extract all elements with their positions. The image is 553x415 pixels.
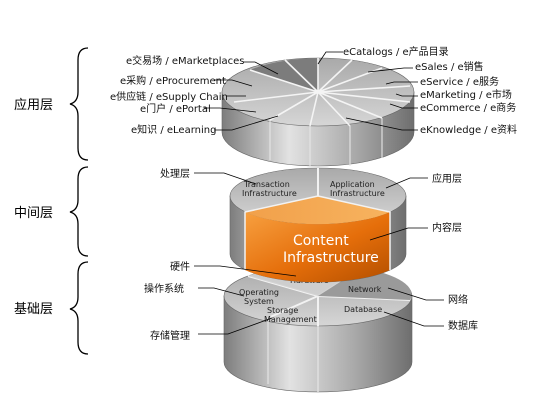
top-disk-dark-wedge [250,58,318,92]
bottom-slice-database: Database [344,305,382,314]
layer-braces [69,47,89,355]
content-wedge-top [245,196,390,225]
bottom-leader-lines [194,265,444,335]
middle-slice-transaction-line2: Infrastructure [242,189,297,198]
callout-content-layer: 内容层 [432,221,462,234]
callout-hardware: 硬件 [170,261,190,273]
callout-application-layer: 应用层 [432,172,462,185]
app-label-commerce: eCommerce / e商务 [420,101,516,114]
bottom-slice-os-line2: System [244,297,274,306]
app-label-service: eService / e服务 [420,75,499,88]
brace-bottom [69,261,89,355]
bottom-slice-os-line1: Operating [239,288,279,297]
content-wedge-front [245,212,390,283]
content-infrastructure-line1: Content [293,233,349,249]
middle-slice-transaction-line1: Transaction [243,180,290,189]
content-infrastructure-line2: Infrastructure [283,250,379,266]
top-disk [221,57,415,167]
middle-slice-application-line1: Application [330,180,375,189]
bottom-slice-storage-line2: Management [264,315,317,324]
app-label-catalogs: eCatalogs / e产品目录 [343,45,449,58]
middle-disk [229,167,407,283]
layer-label-middleware: 中间层 [14,206,53,221]
app-label-marketing: eMarketing / e市场 [420,88,512,101]
middle-slice-application-line2: Infrastructure [330,189,385,198]
app-label-portal: e门户 / ePortal [140,102,211,115]
callout-storage: 存储管理 [150,329,190,342]
app-label-supply-chain: e供应链 / eSupply Chain [110,90,228,103]
top-leader-lines [204,51,418,131]
layer-label-application: 应用层 [14,97,53,113]
app-label-knowledge: eKnowledge / e资料 [420,123,517,136]
app-label-marketplaces: e交易场 / eMarketplaces [126,54,245,67]
callout-database: 数据库 [448,319,478,332]
callout-os: 操作系统 [144,282,184,295]
brace-top [69,47,89,161]
top-disk-slice-lines [233,58,411,127]
brace-middle [69,166,89,257]
middle-leader-lines [194,172,428,241]
callout-processing-layer: 处理层 [160,168,190,180]
layer-label-infrastructure: 基础层 [14,302,53,317]
app-label-procurement: e采购 / eProcurement [120,74,226,87]
app-label-learning: e知识 / eLearning [131,123,216,136]
bottom-slice-storage-line1: Storage [267,306,298,315]
callout-network: 网络 [448,293,468,306]
app-label-sales: eSales / e销售 [415,60,484,73]
bottom-slice-network: Network [348,285,382,294]
